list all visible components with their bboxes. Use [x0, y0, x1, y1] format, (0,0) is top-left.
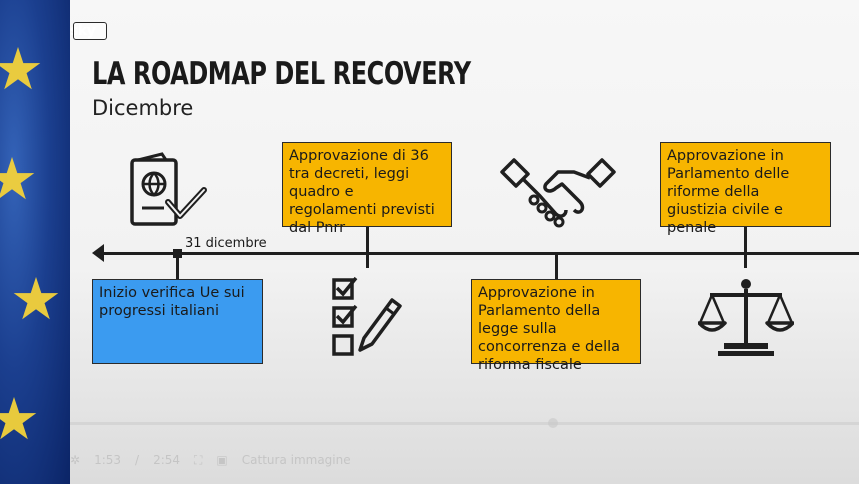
settings-icon[interactable]: ✲ — [70, 453, 81, 467]
timeline-tick — [176, 255, 179, 279]
tg24-logo-icon — [73, 22, 107, 40]
event-box-decreti: Approvazione di 36 tra decreti, leggi qu… — [282, 142, 452, 236]
camera-icon[interactable]: ▣ — [216, 453, 228, 467]
video-scrub-handle[interactable] — [548, 418, 558, 428]
duration: 2:54 — [153, 453, 181, 467]
passport-check-icon — [130, 152, 207, 226]
timeline-date-label: 31 dicembre — [185, 236, 267, 251]
eu-star-icon: ★ — [0, 385, 40, 453]
checklist-pen-icon — [332, 276, 402, 356]
scales-of-justice-icon — [698, 279, 794, 356]
timeline-tick — [555, 255, 558, 279]
event-box-verifica: Inizio verifica Ue sui progressi italian… — [92, 279, 263, 364]
video-player-controls: ✲ 1:53 / 2:54 ⛶ ▣ Cattura immagine — [70, 448, 450, 472]
eu-flag-background: ★ ★ ★ ★ — [0, 0, 70, 484]
fullscreen-icon[interactable]: ⛶ — [194, 452, 203, 467]
timeline-arrow-icon — [92, 244, 104, 262]
handshake-icon — [500, 158, 616, 228]
capture-image-label[interactable]: Cattura immagine — [241, 453, 351, 467]
page-title: LA ROADMAP DEL RECOVERY — [92, 56, 471, 92]
eu-star-icon: ★ — [10, 265, 62, 333]
timeline-marker — [173, 249, 182, 258]
current-time: 1:53 — [94, 453, 122, 467]
time-separator: / — [135, 453, 140, 467]
event-box-concorrenza: Approvazione in Parlamento della legge s… — [471, 279, 641, 373]
eu-star-icon: ★ — [0, 145, 38, 213]
event-box-giustizia: Approvazione in Parlamento delle riforme… — [660, 142, 831, 236]
timeline-tick — [366, 226, 369, 268]
timeline-tick — [744, 227, 747, 268]
timeline-line — [100, 252, 859, 255]
video-progress-bar[interactable] — [70, 422, 859, 425]
infographic-panel — [70, 0, 859, 484]
channel-logo: sky — [70, 16, 144, 46]
eu-star-icon: ★ — [0, 35, 44, 103]
page-subtitle: Dicembre — [92, 96, 194, 120]
